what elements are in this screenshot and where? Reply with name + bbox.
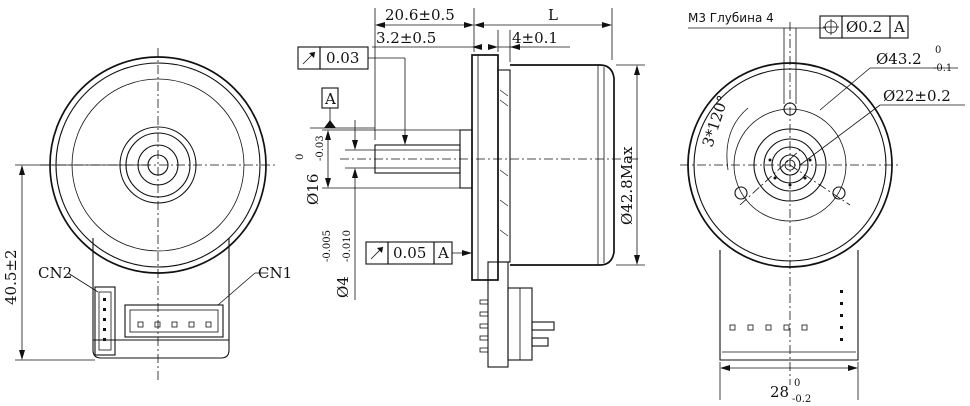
runout-2-value: 0.05 — [393, 244, 426, 262]
dim-flange-offset: 3.2±0.5 — [376, 29, 436, 47]
runout-2-datum: A — [437, 244, 449, 262]
position-tolerance: Ø0.2 — [846, 18, 882, 36]
width-main: 28 — [770, 383, 789, 401]
outer-dia-main: Ø43.2 — [876, 50, 922, 68]
thread-label: M3 Глубина 4 — [688, 11, 774, 25]
connector-cn2-label: CN2 — [38, 264, 72, 282]
connector-cn1-label: CN1 — [258, 264, 292, 282]
body-dia-label: Ø42.8Max — [618, 146, 636, 225]
shaft-dia-tol-lower: -0.010 — [342, 230, 353, 262]
width-tol-lower: -0.2 — [792, 394, 811, 405]
position-datum: A — [893, 18, 905, 36]
dim-overall-length: L — [548, 6, 558, 24]
runout-1-value: 0.03 — [326, 49, 359, 67]
boss-dia-tol-lower: -0.03 — [315, 135, 326, 161]
right-view: M3 Глубина 4 Ø0.2 A Ø43.2 0 -0.1 Ø22±0.2… — [680, 11, 965, 405]
datum-label: A — [324, 90, 336, 108]
dim-body-step: 4±0.1 — [512, 29, 558, 47]
boss-dia-main: Ø16 — [304, 174, 322, 205]
left-view: CN2 CN1 40.5±2 — [2, 48, 292, 380]
boss-dia-tol-upper: 0 — [295, 154, 306, 160]
height-dim-label: 40.5±2 — [2, 249, 20, 305]
dim-shaft-length: 20.6±0.5 — [385, 6, 455, 24]
outer-dia-tol-upper: 0 — [935, 45, 941, 56]
shaft-dia-main: Ø4 — [334, 276, 352, 298]
hole-pattern-label: 3*120° — [699, 93, 733, 149]
shaft-dia-tol-upper: -0.005 — [322, 230, 333, 262]
outer-dia-tol-lower: -0.1 — [933, 63, 952, 74]
side-view: 20.6±0.5 L 3.2±0.5 4±0.1 0.03 A Ø16 0 -0… — [295, 6, 645, 368]
datum-triangle-icon — [324, 120, 336, 128]
width-tol-upper: 0 — [794, 378, 800, 389]
pcd-dia: Ø22±0.2 — [883, 87, 951, 105]
position-crosshair-icon — [823, 19, 839, 35]
